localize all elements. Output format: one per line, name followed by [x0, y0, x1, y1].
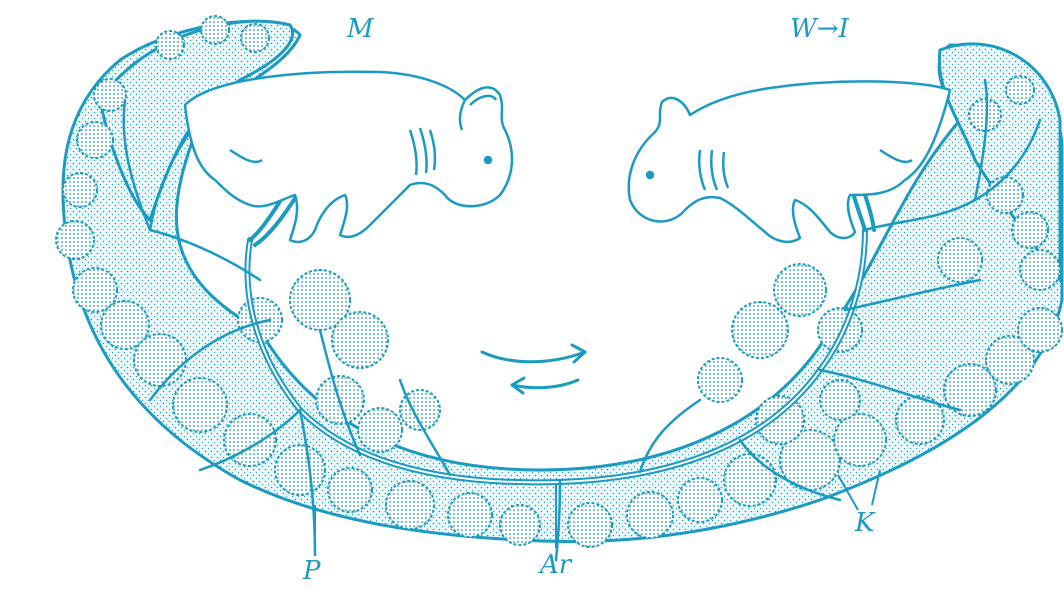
cotyledon — [201, 16, 229, 44]
left-lamb-illustration — [185, 72, 512, 242]
label-left-twin: M — [347, 16, 374, 42]
cotyledon — [94, 79, 126, 111]
cotyledon — [332, 312, 388, 368]
cotyledon — [241, 24, 269, 52]
cotyledon — [56, 221, 94, 259]
cotyledon — [627, 492, 673, 538]
label-umbilical: P — [303, 558, 321, 584]
circulation-arrows — [482, 345, 585, 393]
arrow-left — [512, 380, 578, 388]
cotyledon — [173, 378, 227, 432]
cotyledon — [328, 468, 372, 512]
label-cotyledon: K — [855, 510, 874, 536]
cotyledon — [774, 264, 826, 316]
cotyledon — [938, 238, 982, 282]
cotyledon — [156, 31, 184, 59]
cotyledon — [500, 505, 540, 545]
label-right-twin: W→I — [790, 16, 849, 42]
cotyledon — [987, 177, 1023, 213]
cotyledon — [732, 302, 788, 358]
cotyledon — [818, 308, 862, 352]
cotyledon — [358, 408, 402, 452]
cotyledon — [1012, 212, 1048, 248]
cotyledon — [1006, 76, 1034, 104]
cotyledon — [63, 173, 97, 207]
cotyledon — [1018, 308, 1062, 352]
cotyledon — [134, 334, 186, 386]
cotyledon — [1020, 250, 1060, 290]
label-anastomosis: Ar — [540, 552, 571, 578]
cotyledon — [724, 454, 776, 506]
cotyledon — [77, 122, 113, 158]
cotyledon — [820, 380, 860, 420]
cotyledon — [834, 414, 886, 466]
cotyledon — [678, 478, 722, 522]
cotyledon — [756, 396, 804, 444]
arrow-right — [482, 352, 585, 362]
cotyledon — [386, 481, 434, 529]
cotyledon — [448, 493, 492, 537]
cotyledon — [275, 445, 325, 495]
cotyledon — [698, 358, 742, 402]
cotyledon — [568, 503, 612, 547]
